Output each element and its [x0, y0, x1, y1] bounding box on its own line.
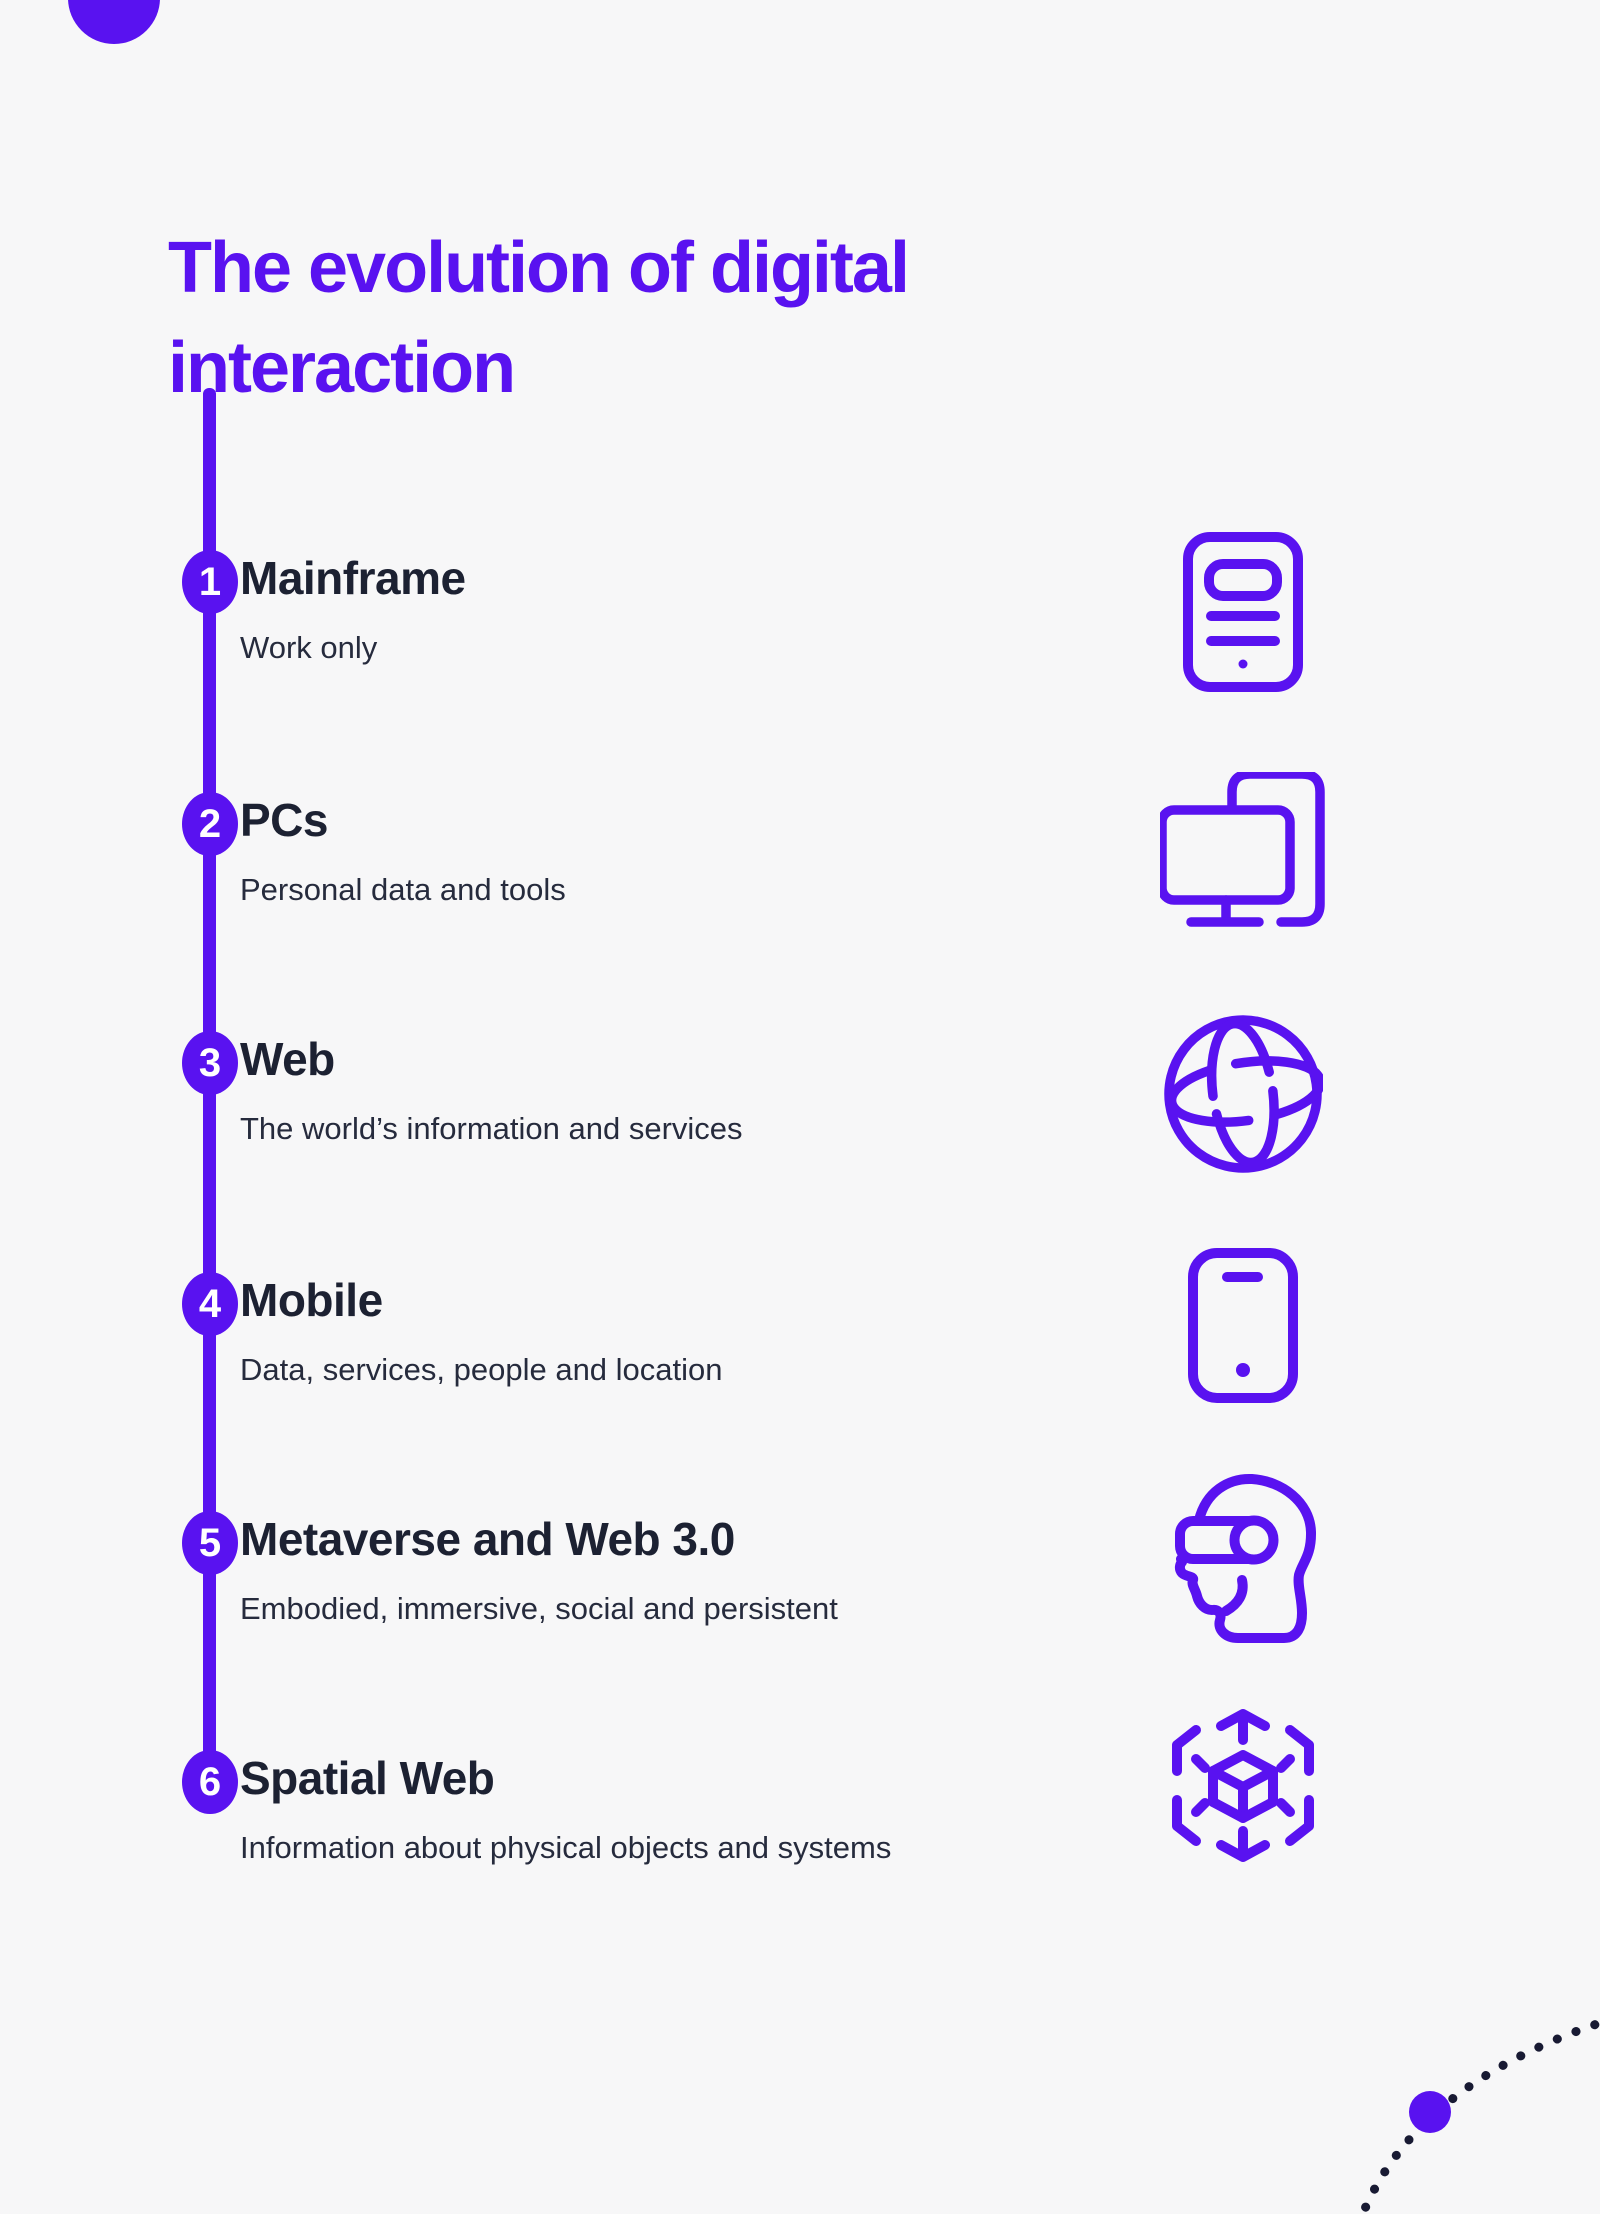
step-copy: Metaverse and Web 3.0 Embodied, immersiv… — [240, 1511, 1140, 1627]
step-copy: Spatial Web Information about physical o… — [240, 1750, 1140, 1866]
timeline-item-web: 3 Web The world’s information and servic… — [182, 1015, 1442, 1173]
step-number-badge: 2 — [182, 792, 238, 856]
decorative-circle-top-left — [68, 0, 160, 44]
step-description: Embodied, immersive, social and persiste… — [240, 1591, 838, 1626]
timeline-item-spatial-web: 6 Spatial Web Information about physical… — [182, 1709, 1442, 1865]
step-copy: Web The world’s information and services — [240, 1031, 1140, 1147]
timeline-item-mainframe: 1 Mainframe Work only — [182, 532, 1442, 692]
page-title-line2: interaction — [168, 328, 516, 408]
step-title: Mobile — [240, 1274, 383, 1326]
step-description: Data, services, people and location — [240, 1352, 723, 1387]
globe-icon — [1163, 1014, 1323, 1174]
step-title: Metaverse and Web 3.0 — [240, 1513, 735, 1565]
timeline-item-mobile: 4 Mobile Data, services, people and loca… — [182, 1248, 1442, 1403]
smartphone-icon — [1188, 1248, 1298, 1403]
step-title: PCs — [240, 794, 328, 846]
page-title-line1: The evolution of digital — [168, 228, 910, 308]
step-copy: Mobile Data, services, people and locati… — [240, 1272, 1140, 1388]
mainframe-icon — [1183, 532, 1303, 692]
timeline-item-pcs: 2 PCs Personal data and tools — [182, 772, 1442, 927]
spatial-cube-icon — [1168, 1708, 1318, 1863]
step-description: Information about physical objects and s… — [240, 1830, 892, 1865]
page-title: The evolution of digital interaction — [168, 218, 910, 418]
step-title: Spatial Web — [240, 1752, 495, 1804]
decorative-circle-bottom-right — [1409, 2091, 1451, 2133]
desktop-pc-icon — [1160, 772, 1325, 932]
step-number-badge: 5 — [182, 1511, 238, 1575]
step-description: Personal data and tools — [240, 872, 566, 907]
step-copy: Mainframe Work only — [240, 550, 1140, 666]
step-title: Web — [240, 1033, 335, 1085]
step-number-badge: 4 — [182, 1272, 238, 1336]
vr-headset-head-icon — [1168, 1468, 1318, 1653]
step-copy: PCs Personal data and tools — [240, 792, 1140, 908]
step-number-badge: 1 — [182, 550, 238, 614]
step-number-badge: 6 — [182, 1750, 238, 1814]
timeline-item-metaverse: 5 Metaverse and Web 3.0 Embodied, immers… — [182, 1473, 1442, 1643]
step-number-badge: 3 — [182, 1031, 238, 1095]
step-title: Mainframe — [240, 552, 466, 604]
step-description: The world’s information and services — [240, 1111, 743, 1146]
step-description: Work only — [240, 630, 378, 665]
